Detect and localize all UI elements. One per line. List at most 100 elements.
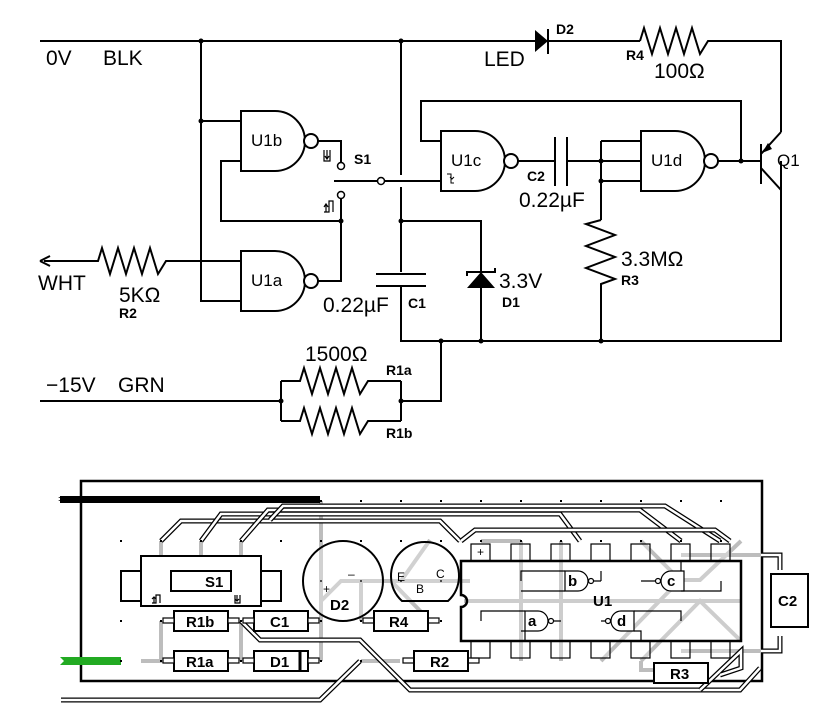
pcb-hole bbox=[680, 540, 682, 542]
pcb-hole bbox=[440, 500, 442, 502]
ground-label: 0V bbox=[46, 47, 72, 70]
output-arrow-icon bbox=[39, 255, 51, 267]
pcb-hole bbox=[440, 580, 442, 582]
c1-ref: C1 bbox=[408, 295, 426, 311]
u1c-feedback-wire bbox=[420, 100, 742, 161]
u1a-output-wire bbox=[318, 221, 342, 282]
pcb-resistor-r4 bbox=[373, 610, 429, 632]
q1-ref: Q1 bbox=[777, 151, 800, 170]
pcb-hole bbox=[680, 500, 682, 502]
pcb-r1a-label: R1a bbox=[186, 654, 214, 671]
pcb-hole bbox=[440, 620, 442, 622]
pcb-hole bbox=[240, 620, 242, 622]
pcb-hole bbox=[720, 540, 722, 542]
pcb-d2-label: D2 bbox=[330, 597, 349, 614]
r1-value: 1500Ω bbox=[305, 343, 367, 366]
junction bbox=[278, 398, 284, 404]
falling-edge-icon bbox=[234, 595, 241, 604]
u1d-input-wire bbox=[600, 140, 641, 220]
pcb-led-d2 bbox=[302, 540, 384, 622]
pcb-hole bbox=[320, 540, 322, 542]
u1b-output-wire bbox=[318, 140, 342, 163]
pcb-hole bbox=[320, 660, 322, 662]
ic-pin-top bbox=[670, 543, 691, 562]
gate-c-label: c bbox=[667, 573, 675, 590]
r1a-ref: R1a bbox=[386, 362, 412, 378]
pcb-hole bbox=[480, 540, 482, 542]
ic-pin-bottom bbox=[630, 640, 651, 659]
negative-wire bbox=[60, 657, 121, 665]
pcb-hole bbox=[520, 540, 522, 542]
pcb-hole bbox=[200, 540, 202, 542]
negative-color-label: GRN bbox=[118, 374, 165, 397]
transistor-q1 bbox=[760, 131, 782, 341]
pcb-hole bbox=[240, 540, 242, 542]
pcb-hole bbox=[520, 500, 522, 502]
pcb-hole bbox=[160, 660, 162, 662]
pcb-hole bbox=[480, 500, 482, 502]
rising-edge-icon bbox=[151, 594, 161, 604]
ic-pin-bottom bbox=[670, 640, 691, 659]
r4-ref: R4 bbox=[626, 47, 644, 63]
pcb-r2-label: R2 bbox=[430, 654, 449, 671]
q1-pin-b: B bbox=[416, 582, 424, 596]
schmitt-icon bbox=[447, 173, 455, 184]
left-bus-wire bbox=[200, 41, 241, 302]
jumper-wires bbox=[61, 503, 783, 703]
pcb-hole bbox=[440, 540, 442, 542]
ic-gate-outlines bbox=[480, 561, 722, 641]
d2-value: LED bbox=[484, 48, 525, 71]
r2-value: 5KΩ bbox=[119, 284, 160, 307]
capacitor-c1 bbox=[376, 273, 426, 287]
zener-branch-wire bbox=[401, 220, 482, 341]
pcb-capacitor-c2 bbox=[770, 573, 809, 628]
pcb-hole bbox=[120, 620, 122, 622]
ic-pin-bottom bbox=[550, 640, 571, 659]
d2-ref: D2 bbox=[556, 21, 574, 37]
junction bbox=[198, 118, 204, 124]
r1b-ref: R1b bbox=[386, 425, 412, 441]
d1-value: 3.3V bbox=[499, 270, 542, 293]
resistor-r2 bbox=[44, 244, 241, 278]
switch-contact bbox=[336, 190, 346, 200]
led-d2-symbol bbox=[535, 29, 549, 54]
capacitor-c2 bbox=[518, 137, 641, 186]
pcb-hole bbox=[120, 660, 122, 662]
ic-pin-bottom bbox=[590, 640, 611, 659]
zener-diode-d1 bbox=[466, 268, 496, 288]
pcb-transistor-q1 bbox=[390, 540, 460, 602]
pcb-resistor-r3 bbox=[653, 662, 709, 684]
pcb-hole bbox=[320, 500, 322, 502]
negative-label: −15V bbox=[46, 374, 96, 397]
ic-pin-bottom bbox=[710, 640, 731, 659]
pcb-c2-label: C2 bbox=[778, 593, 797, 610]
resistor-r1b bbox=[281, 404, 401, 438]
u1-plus-label: + bbox=[477, 545, 484, 559]
pcb-s1-label: S1 bbox=[205, 574, 223, 591]
pcb-hole bbox=[600, 500, 602, 502]
pcb-hole bbox=[400, 540, 402, 542]
pcb-u1-label: U1 bbox=[593, 593, 612, 610]
pcb-r3-label: R3 bbox=[670, 666, 689, 683]
pcb-hole bbox=[560, 540, 562, 542]
u1c-ref: U1c bbox=[451, 151, 482, 170]
pcb-hole bbox=[360, 580, 362, 582]
inverter-bubble bbox=[303, 133, 319, 149]
bottom-bus-wire bbox=[441, 161, 782, 342]
inverter-bubble bbox=[303, 273, 319, 289]
pcb-c1-label: C1 bbox=[270, 614, 289, 631]
switch-contact bbox=[336, 161, 346, 171]
c2-value: 0.22µF bbox=[519, 189, 585, 212]
led-branch-wire bbox=[548, 40, 782, 132]
pcb-hole bbox=[600, 540, 602, 542]
junction bbox=[598, 158, 604, 164]
u1b-feedback-wire bbox=[220, 160, 342, 222]
pcb-layout: S1 R1b C1 R1a D1 + – D2 E B C R4 bbox=[58, 479, 809, 703]
component-leads bbox=[162, 617, 480, 664]
pcb-hole bbox=[160, 620, 162, 622]
gate-a-label: a bbox=[528, 613, 537, 630]
ic-pin-bottom bbox=[510, 640, 531, 659]
junction bbox=[738, 158, 744, 164]
pcb-hole bbox=[360, 620, 362, 622]
